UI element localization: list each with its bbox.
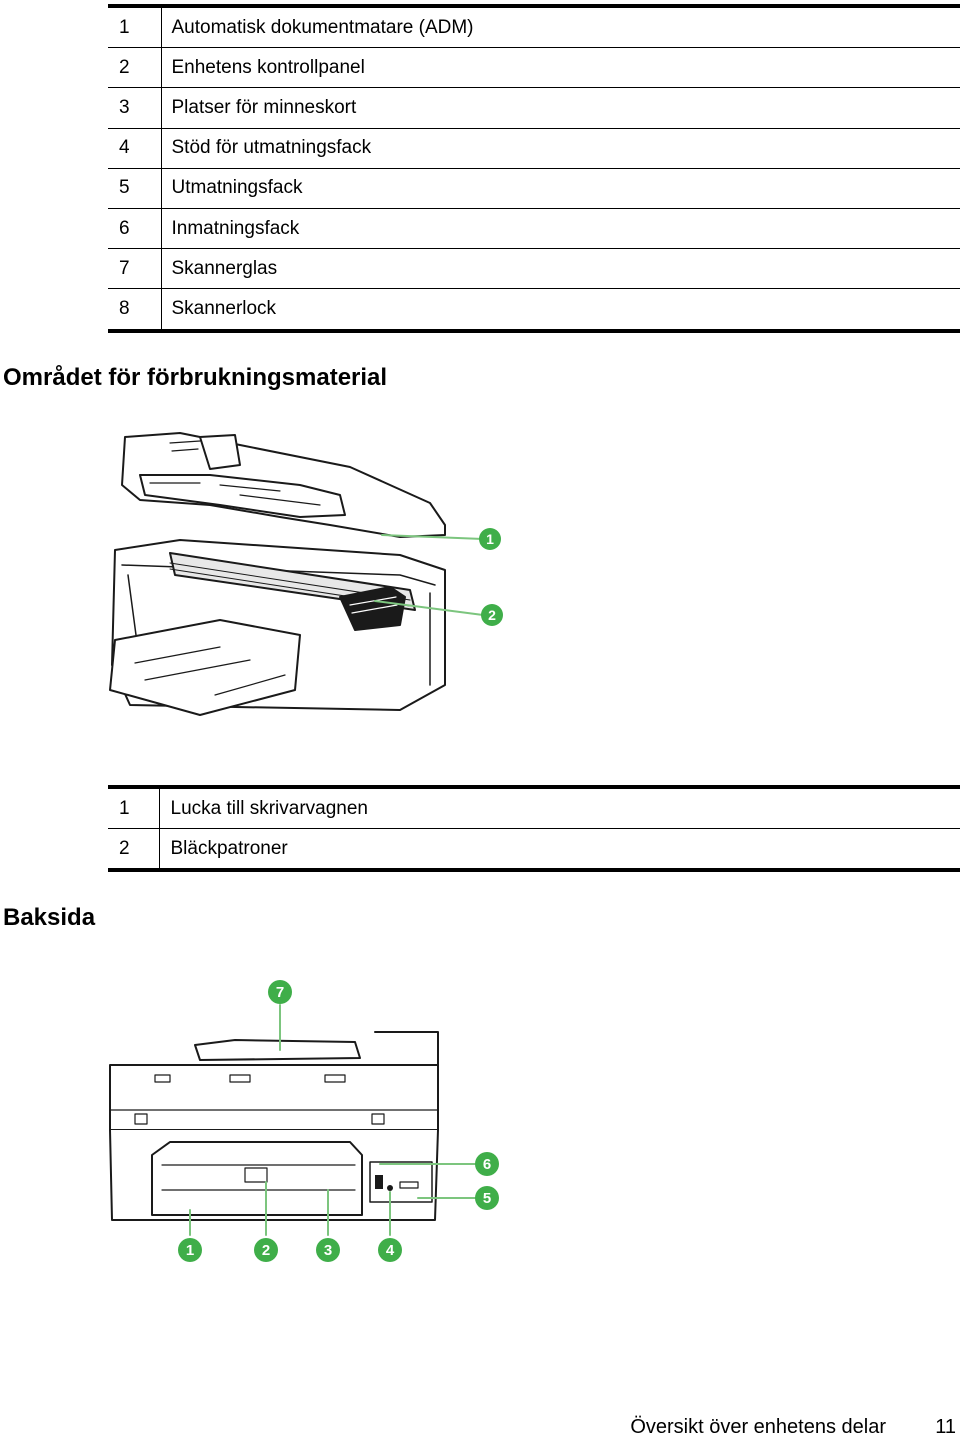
part-label: Stöd för utmatningsfack xyxy=(161,128,960,169)
callout-7: 7 xyxy=(268,980,292,1004)
callout-3: 3 xyxy=(316,1238,340,1262)
svg-text:7: 7 xyxy=(276,984,284,1001)
back-view-illustration: 7 1 2 3 4 5 6 xyxy=(109,980,499,1262)
callout-6: 6 xyxy=(475,1152,499,1176)
footer-chapter-title: Översikt över enhetens delar xyxy=(630,1416,886,1438)
part-label: Skannerglas xyxy=(161,248,960,290)
callout-4: 4 xyxy=(378,1238,402,1262)
part-label: Lucka till skrivarvagnen xyxy=(159,787,960,829)
svg-text:2: 2 xyxy=(488,607,496,623)
part-number: 7 xyxy=(108,248,162,290)
part-label: Enhetens kontrollpanel xyxy=(161,47,960,89)
callout-1: 1 xyxy=(178,1238,202,1262)
part-label: Skannerlock xyxy=(161,288,960,333)
back-section-heading: Baksida xyxy=(3,904,96,931)
part-number: 5 xyxy=(108,168,162,209)
svg-text:6: 6 xyxy=(483,1156,491,1173)
part-label: Inmatningsfack xyxy=(161,208,960,250)
page-number: 11 xyxy=(935,1416,956,1438)
svg-text:3: 3 xyxy=(324,1242,332,1259)
part-number: 1 xyxy=(108,6,162,49)
svg-text:1: 1 xyxy=(186,1242,194,1259)
callout-2: 2 xyxy=(254,1238,278,1262)
svg-text:4: 4 xyxy=(386,1242,395,1259)
callout-2: 2 xyxy=(481,604,503,626)
part-number: 1 xyxy=(108,787,160,829)
part-number: 3 xyxy=(108,87,162,129)
part-label: Utmatningsfack xyxy=(161,168,960,209)
svg-text:5: 5 xyxy=(483,1190,491,1207)
svg-text:2: 2 xyxy=(262,1242,270,1259)
supplies-area-illustration: 1 2 xyxy=(109,432,503,716)
part-number: 2 xyxy=(108,828,160,872)
part-label: Bläckpatroner xyxy=(159,828,960,872)
part-number: 8 xyxy=(108,288,162,333)
svg-text:1: 1 xyxy=(486,531,494,547)
supplies-section-heading: Området för förbrukningsmaterial xyxy=(3,364,388,391)
part-number: 2 xyxy=(108,47,162,89)
part-label: Automatisk dokumentmatare (ADM) xyxy=(161,6,960,49)
part-label: Platser för minneskort xyxy=(161,87,960,129)
callout-5: 5 xyxy=(475,1186,499,1210)
callout-1: 1 xyxy=(479,528,501,550)
part-number: 4 xyxy=(108,128,162,169)
part-number: 6 xyxy=(108,208,162,250)
